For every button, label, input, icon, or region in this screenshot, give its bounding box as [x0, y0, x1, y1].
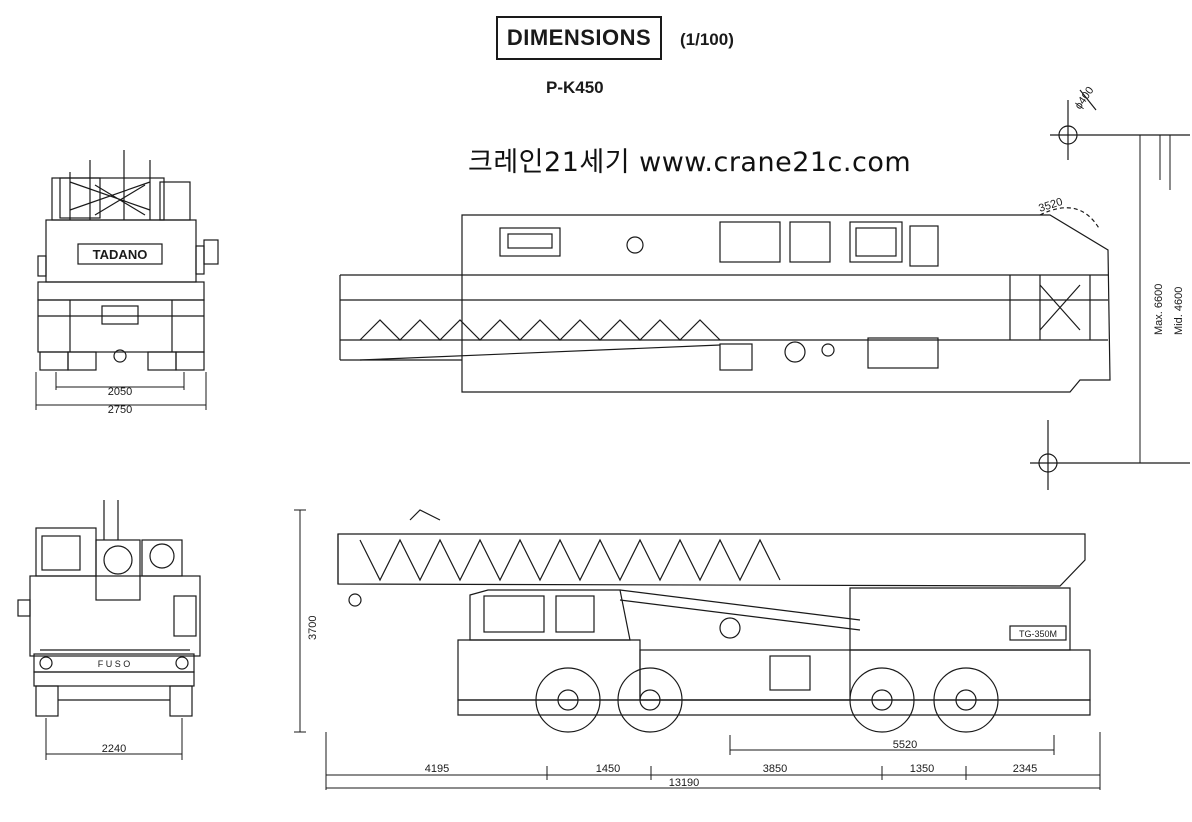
watermark-text: 크레인21세기 www.crane21c.com — [468, 147, 912, 178]
side-model-plate: TG-350M — [1019, 629, 1057, 639]
scale-label: (1/100) — [680, 30, 734, 49]
front-dim-2050: 2050 — [108, 386, 132, 398]
side-dim-wheelbase: 5520 — [893, 739, 917, 751]
side-dim-segment-1: 4195 — [425, 763, 449, 775]
top-dim-diameter: ϕ400 — [1073, 85, 1097, 112]
rear-dim-2240: 2240 — [102, 743, 126, 755]
top-dim-mid: Mid. 4600 — [1173, 287, 1185, 335]
top-dim-3520: 3520 — [1037, 196, 1064, 215]
top-dim-max: Max. 6600 — [1153, 284, 1165, 335]
side-dim-height: 3700 — [307, 616, 319, 640]
top-view: 3520 ϕ400 Max. 6600 Mid. 4600 — [339, 85, 1190, 490]
front-view: TADANO 2050 2750 — [35, 150, 219, 416]
rear-view: F U S O 2240 — [17, 500, 201, 760]
side-dim-segment-5: 2345 — [1013, 763, 1037, 775]
side-view: TG-350M 3700 5520 4195 1450 3850 1350 23… — [294, 509, 1101, 790]
side-dim-segment-4: 1350 — [910, 763, 934, 775]
side-dim-segment-3: 3850 — [763, 763, 787, 775]
rear-brand-label: F U S O — [98, 659, 131, 669]
side-dim-segment-2: 1450 — [596, 763, 620, 775]
diagram-title: DIMENSIONS — [496, 16, 662, 60]
front-brand-label: TADANO — [93, 247, 148, 262]
side-dim-total: 13190 — [669, 777, 700, 789]
front-dim-2750: 2750 — [108, 404, 132, 416]
model-label: P-K450 — [546, 78, 604, 97]
